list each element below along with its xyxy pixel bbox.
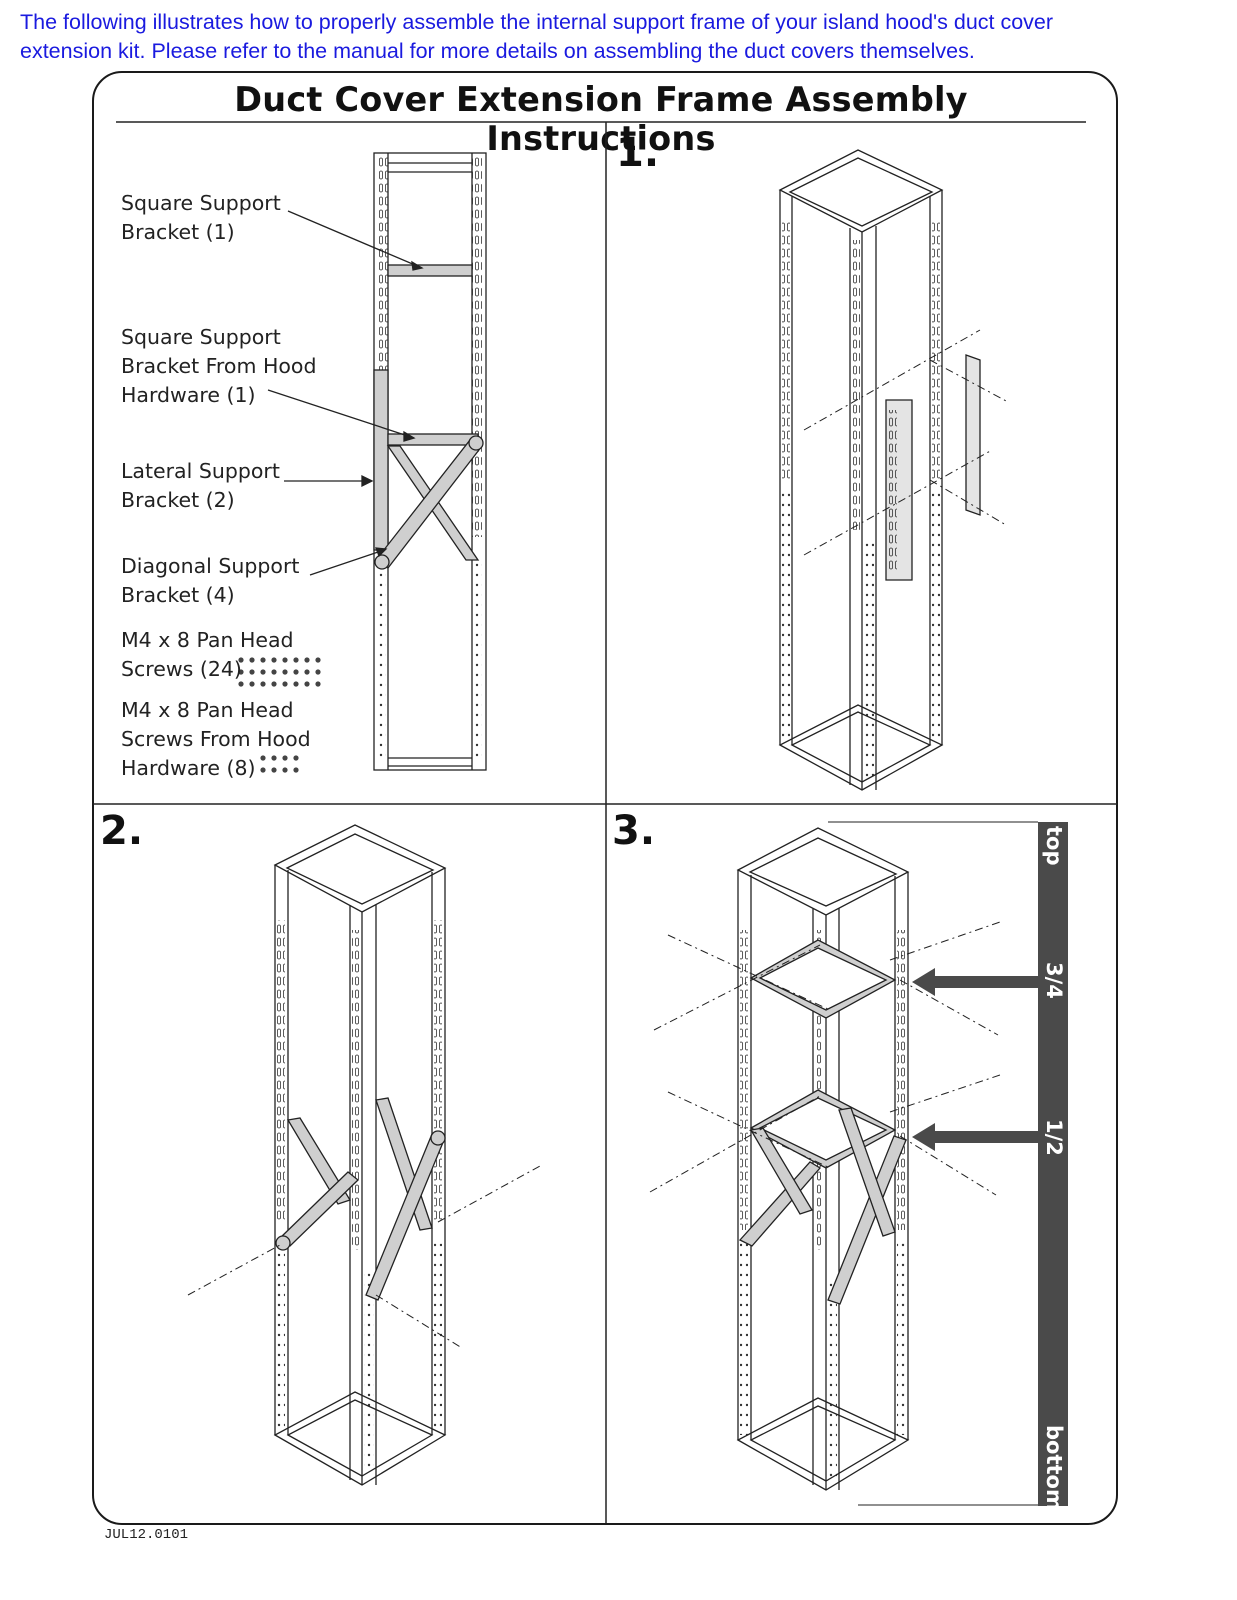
screws-8-icon	[260, 755, 299, 773]
screws-24-icon	[238, 657, 321, 687]
parts-frame-drawing	[267, 152, 487, 771]
page-title: Duct Cover Extension Frame Assembly Inst…	[234, 80, 968, 158]
part-label-lateral-support: Lateral Support Bracket (2)	[121, 459, 280, 512]
bar-label-bottom: bottom	[1042, 1425, 1066, 1511]
bar-label-top: top	[1042, 826, 1066, 866]
intro-line-1: The following illustrates how to properl…	[20, 10, 1054, 34]
arrow-half-icon	[912, 1123, 1038, 1151]
position-bar	[1038, 822, 1068, 1506]
instruction-frame	[92, 71, 1118, 1525]
part-label-screws-8: M4 x 8 Pan Head Screws From Hood Hardwar…	[121, 698, 311, 780]
part-label-screws-24: M4 x 8 Pan Head Screws (24)	[121, 628, 294, 681]
step-3-number: 3.	[612, 808, 656, 854]
part-label-hood-square-support: Square Support Bracket From Hood Hardwar…	[121, 325, 317, 407]
step-2-drawing	[187, 824, 541, 1486]
step-1-number: 1.	[616, 130, 660, 176]
step-3-drawing	[649, 821, 1038, 1506]
document-id: JUL12.0101	[104, 1527, 189, 1543]
square-support-bracket	[387, 264, 473, 277]
arrow-three-quarter-icon	[912, 968, 1038, 996]
part-label-square-support: Square Support Bracket (1)	[121, 191, 281, 244]
bar-label-three-quarter: 3/4	[1042, 962, 1066, 999]
intro-line-2: extension kit. Please refer to the manua…	[20, 39, 975, 63]
step-1-drawing	[778, 149, 1009, 791]
part-label-diagonal-support: Diagonal Support Bracket (4)	[121, 554, 300, 607]
hood-square-bracket	[387, 433, 479, 446]
step-2-number: 2.	[100, 808, 144, 854]
lateral-support-bracket	[373, 369, 389, 551]
intro-text: The following illustrates how to properl…	[20, 8, 1220, 66]
bar-label-half: 1/2	[1042, 1119, 1066, 1156]
